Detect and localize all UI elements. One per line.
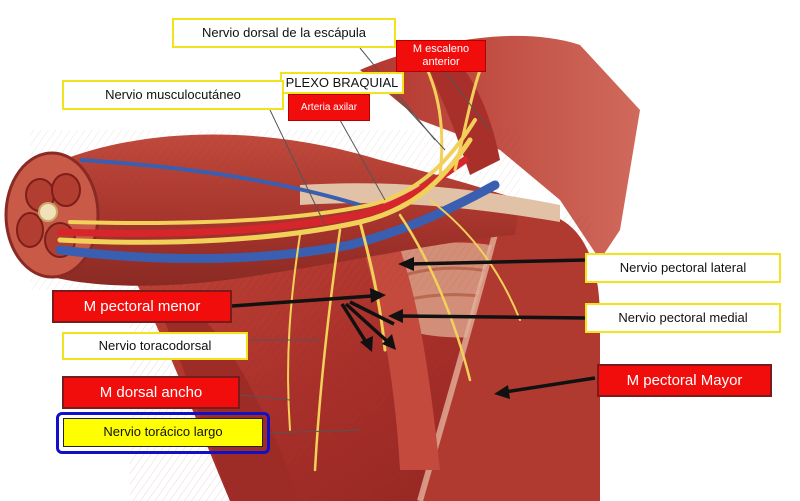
label-m-pectoral-mayor: M pectoral Mayor <box>597 364 772 397</box>
label-nervio-dorsal-escapula: Nervio dorsal de la escápula <box>172 18 396 48</box>
pectoralis-major <box>420 211 600 501</box>
leader-line <box>339 119 386 201</box>
brachial-plexus-nerves <box>57 53 521 472</box>
leader-line <box>359 47 436 141</box>
arrow-head <box>382 334 396 350</box>
label-m-escaleno-anterior: M escaleno anterior <box>396 40 486 72</box>
arrow-branch <box>349 300 395 326</box>
arrow-pectoral-major <box>504 376 596 394</box>
leader-line <box>267 429 361 434</box>
humerus-section <box>38 202 58 222</box>
clavicle <box>300 183 560 222</box>
leader-line <box>269 109 326 226</box>
arm-vein <box>79 158 361 207</box>
label-m-dorsal-ancho: M dorsal ancho <box>62 376 240 409</box>
nerve-branch <box>398 213 472 382</box>
arrow-head <box>370 288 386 303</box>
nerve-branch <box>358 220 387 352</box>
highlight-ring <box>56 412 270 454</box>
leader-line <box>239 394 291 401</box>
nerve-branch <box>287 234 301 431</box>
arrow-pectoral-lateral <box>409 258 586 266</box>
arrow-head <box>398 257 414 271</box>
arrow-head <box>494 385 510 399</box>
label-nervio-toracico-largo: Nervio torácico largo <box>63 418 263 447</box>
arrow-branch <box>340 303 368 343</box>
label-m-pectoral-menor: M pectoral menor <box>52 290 232 323</box>
label-nervio-pectoral-medial: Nervio pectoral medial <box>585 303 781 333</box>
nerve-branch <box>313 228 342 472</box>
arm-muscle-bundle <box>51 173 81 207</box>
nerve-root <box>453 68 482 172</box>
label-arteria-axilar: Arteria axilar <box>288 94 370 121</box>
leader-lines <box>239 47 491 434</box>
label-nervio-musculocutaneo: Nervio musculocutáneo <box>62 80 284 110</box>
arrow-head <box>360 336 373 352</box>
leader-line <box>389 89 446 151</box>
nerve-branch <box>429 199 521 321</box>
label-nervio-pectoral-lateral: Nervio pectoral lateral <box>585 253 781 283</box>
arrow-head <box>388 309 403 323</box>
axillary-artery <box>56 156 469 237</box>
arrow-branch <box>344 302 390 344</box>
label-plexo-braquial: PLEXO BRAQUIAL <box>280 72 404 94</box>
nerve-trunk <box>57 137 473 245</box>
label-nervio-toracodorsal: Nervio toracodorsal <box>62 332 248 360</box>
leader-line <box>444 71 491 131</box>
arrow-pectoral-medial <box>399 314 586 320</box>
axillary-vein <box>55 180 500 263</box>
black-arrows <box>231 257 596 399</box>
arm-muscle-bundle <box>16 212 44 248</box>
arrow-pectoral-minor <box>231 294 373 308</box>
